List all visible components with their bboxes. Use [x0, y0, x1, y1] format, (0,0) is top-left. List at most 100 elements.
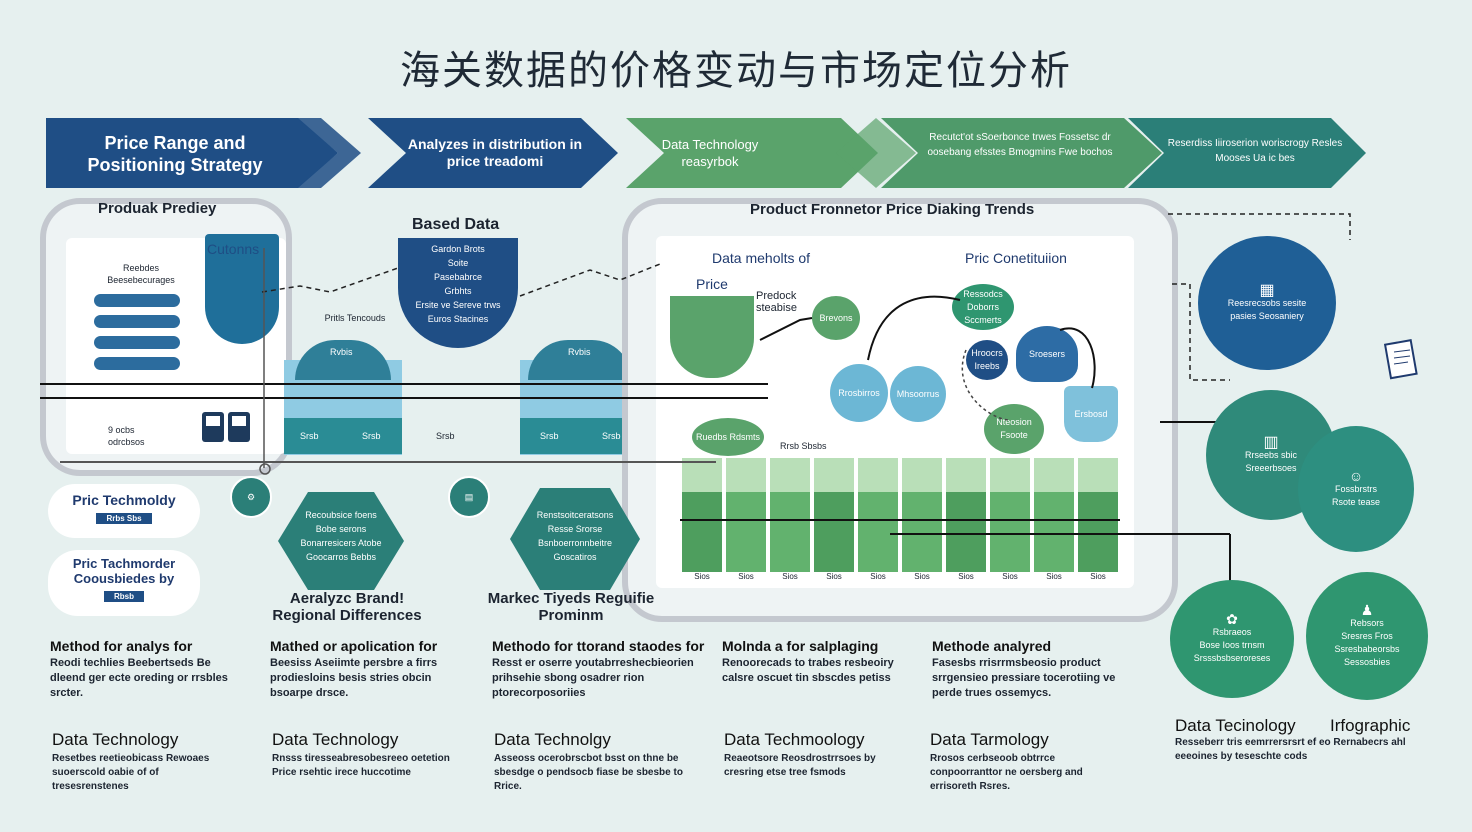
constitution-circle: Sroesers — [1016, 326, 1078, 382]
bar-top — [726, 458, 766, 492]
pill-1: Pric Techmoldy Rrbs Sbs — [48, 484, 200, 538]
hex-line: Renstsoitceratsons — [536, 510, 614, 520]
bar-body — [770, 492, 810, 572]
based-data-lines: Gardon Brots Soite Pasebabrce Grbhts Ers… — [400, 242, 516, 326]
right-circle-1: ▦ Reesrecsobs sesite pasies Seosaniery — [1198, 236, 1336, 370]
bar-top — [814, 458, 854, 492]
tech-body: Rnsss tiresseabresobesreeo oetetion Pric… — [272, 753, 450, 778]
hex-1-caption: Aeralyzc Brand! Regional Differences — [272, 590, 422, 624]
predock-label: Predock steabise — [756, 290, 797, 314]
pill-2-badge: Rbsb — [104, 591, 144, 602]
chevron-3-gem — [836, 118, 916, 188]
chevron-ribbon — [46, 118, 1366, 188]
based-line: Euros Stacines — [427, 314, 489, 324]
infographic-head: Data Tecinology — [1175, 716, 1296, 735]
method-body: Fasesbs rrisrrmsbeosio product srrgensie… — [932, 657, 1116, 699]
hex-line: Bonarresicers Atobe — [300, 538, 382, 548]
chevron-1 — [46, 118, 338, 188]
right-circle-line: Rrseebs sbic — [1244, 449, 1298, 460]
method-head: Molnda a for salplaging — [722, 638, 879, 654]
green-oval: Ruedbs Rdsmts — [692, 418, 764, 456]
tech-head: Data Tarmology — [930, 730, 1049, 749]
right-circle-line: Bose Ioos trnsm — [1199, 640, 1265, 650]
tech-body: Rrosos cerbseoob obtrrce conpoorranttor … — [930, 753, 1083, 792]
bar-body — [1034, 492, 1074, 572]
right-circle-line: Sresres Fros — [1341, 630, 1393, 641]
cutoms-label: Cutonns — [207, 241, 260, 257]
right-circle-line: Rsbraeos — [1212, 627, 1252, 637]
circle-label: Ressodcs Doborrs Sccmerts — [963, 288, 1003, 325]
x-tick: Sios — [870, 572, 886, 581]
circle-label: Hroocrs Ireebs — [971, 348, 1003, 371]
x-tick: Sios — [694, 572, 710, 581]
hex-line: Bobe serons — [315, 524, 367, 534]
tech-head: Data Technology — [272, 730, 399, 749]
wave-label-2: Rvbis — [568, 347, 591, 357]
card-footer-label: 9 ocbs odrcbsos — [108, 425, 145, 447]
method-body: Reodi techlies Beebertseds Be dleend ger… — [50, 657, 228, 699]
wave-label-1: Rvbis — [330, 347, 353, 357]
circle-label: Sroesers — [1028, 348, 1065, 359]
chevron-2-label: Analyzes in distribution in price treado… — [407, 136, 583, 169]
bar-top — [682, 458, 722, 492]
pill-2-line2: Coousbiedes by — [73, 571, 175, 586]
hex-line: Resse Srorse — [547, 524, 603, 534]
x-tick: Sios — [826, 572, 842, 581]
right-circle-line: Fossbrstrs — [1334, 483, 1377, 494]
circle-label: Mhsoorrus — [896, 388, 940, 399]
based-data-shield — [398, 238, 518, 348]
bar-body — [1078, 492, 1118, 572]
method-body: Resst er oserre youtabrreshecbieorien pr… — [492, 657, 694, 699]
chevron-4 — [881, 118, 1162, 188]
chevron-3-label: Data Technology reasyrbok — [661, 137, 759, 169]
right-circle-line: Sreeerbsoes — [1245, 462, 1297, 473]
infographic-head2: Irfographic — [1330, 716, 1411, 735]
bar-top — [1078, 458, 1118, 492]
oval-label: Ruedbs Rdsmts — [695, 431, 761, 442]
wave-base-1 — [284, 418, 402, 454]
method-head: Mathed or apolication for — [270, 638, 438, 654]
pris-label: Pritls Tencouds — [324, 313, 386, 323]
pric-constitution-label: Pric Conetituiion — [965, 250, 1067, 266]
bar-body — [858, 492, 898, 572]
constitution-circle: Nteosion Fsoote — [984, 404, 1044, 454]
x-tick: Sios — [1046, 572, 1062, 581]
bar-top — [1034, 458, 1074, 492]
x-tick: Sios — [914, 572, 930, 581]
pill-2-line1: Pric Tachmorder — [72, 556, 176, 571]
bar-body — [902, 492, 942, 572]
method-head: Methodo for ttorand staodes for — [492, 638, 705, 654]
hex-2-caption: Markec Tiyeds Reguifie Prominm — [487, 590, 655, 624]
bar-label: Srsb — [300, 431, 319, 441]
based-line: Grbhts — [444, 286, 472, 296]
hex-line: Goocarros Bebbs — [305, 552, 377, 562]
method-head: Method for analys for — [50, 638, 193, 654]
tech-head: Data Techmoology — [724, 730, 865, 749]
hex-1 — [278, 492, 404, 590]
method-body: Renoorecads to trabes resbeoiry calsre o… — [722, 657, 894, 684]
hex-1-text: Recoubsice foens Bobe serons Bonarresice… — [280, 508, 402, 564]
right-circle-line: Srsssbsbseroreses — [1193, 653, 1271, 663]
hex-2 — [510, 488, 640, 590]
bar-top — [902, 458, 942, 492]
brain-icon: ✿ — [1226, 611, 1238, 627]
right-circle-3: ☺ Fossbrstrs Rsote tease — [1298, 426, 1414, 552]
chevron-5-label: Reserdiss Iiiroserion woriscrogy Resles … — [1167, 138, 1343, 164]
tech-body: Resetbes reetieobicass Rewoaes suoerscol… — [52, 753, 210, 792]
x-tick: Sios — [738, 572, 754, 581]
page-title: 海关数据的价格变动与市场定位分析 — [400, 48, 1072, 94]
chevron-2 — [368, 118, 618, 188]
sky-block-label: Ersbosd — [1074, 409, 1108, 419]
circle-label: Rrosbirros — [838, 387, 880, 398]
based-line: Ersite ve Sereve trws — [415, 300, 501, 310]
infographic-body: Resseberr tris eemrrersrsrt ef eo Rernab… — [1175, 737, 1406, 762]
pill-2: Pric Tachmorder Coousbiedes by Rbsb — [48, 550, 200, 616]
people-icon: ☺ — [1348, 467, 1364, 484]
bar-label: Srsb — [540, 431, 559, 441]
sky-circle: Mhsoorrus — [890, 366, 946, 422]
price-shield — [670, 296, 754, 378]
right-circle-line: pasies Seosaniery — [1230, 310, 1304, 321]
right-circle-line: Reesrecsobs sesite — [1227, 297, 1307, 308]
right-circle-line: Sessosbies — [1343, 656, 1391, 667]
right-circle-5: ♟ Rebsors Sresres Fros Ssresbabeorsbs Se… — [1306, 572, 1428, 700]
